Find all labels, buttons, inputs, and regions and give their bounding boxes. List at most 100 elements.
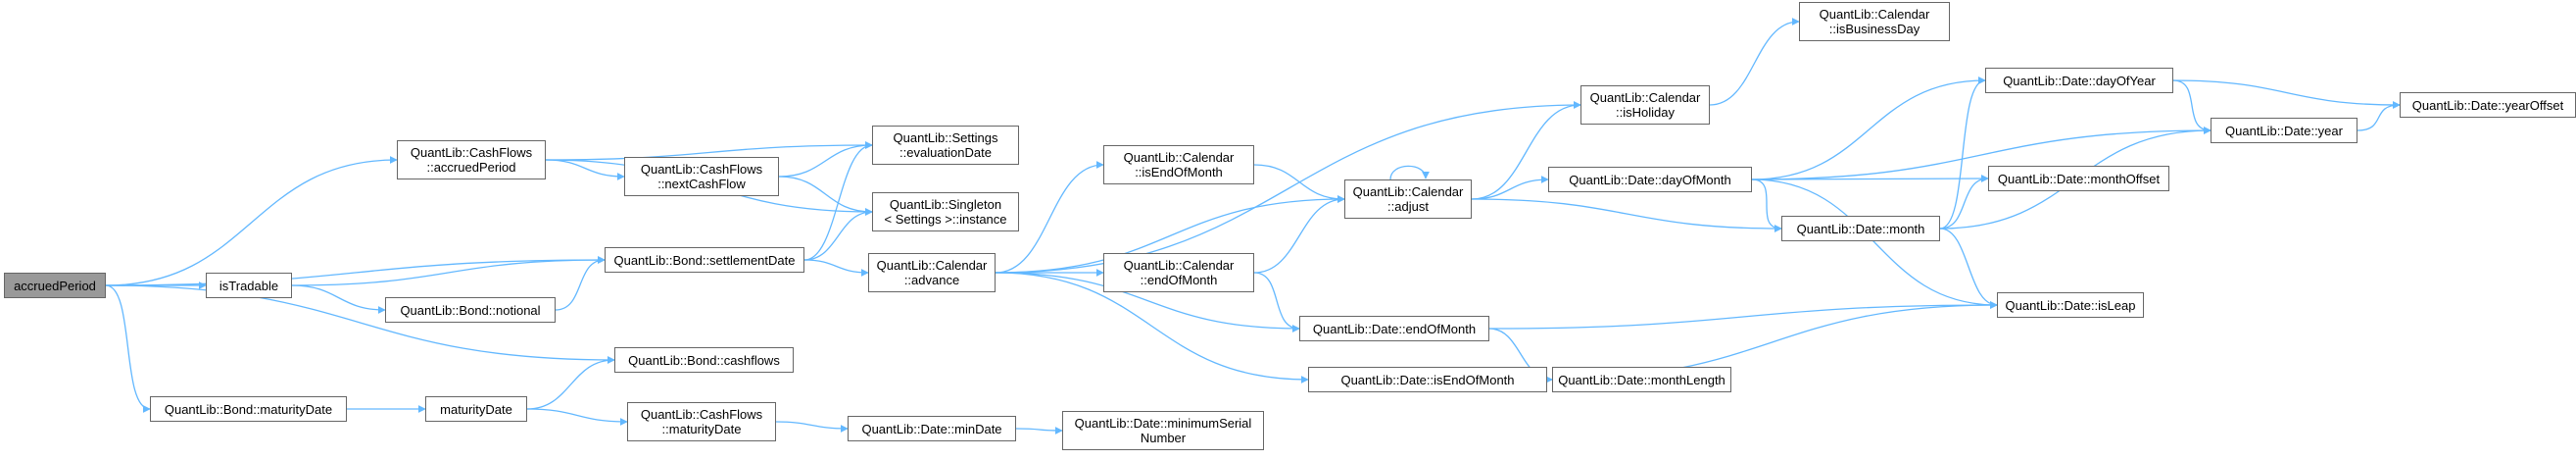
node-label: QuantLib::CashFlows <box>640 162 763 177</box>
node-label: QuantLib::CashFlows <box>410 145 533 160</box>
node-label: ::advance <box>903 273 960 287</box>
node-date-isEndOfMonth[interactable]: QuantLib::Date::isEndOfMonth <box>1308 367 1547 392</box>
edge-date-minDate-to-date-minimumSerialNumber <box>1015 426 1063 434</box>
node-label: accruedPeriod <box>14 278 96 293</box>
node-cal-isBusinessDay[interactable]: QuantLib::Calendar::isBusinessDay <box>1799 2 1950 41</box>
edge-cal-advance-to-cal-adjust <box>995 195 1345 274</box>
node-settings-evaluationDate[interactable]: QuantLib::Settings::evaluationDate <box>872 126 1019 165</box>
edge-cal-endOfMonth-to-cal-adjust <box>1253 195 1345 274</box>
node-date-year[interactable]: QuantLib::Date::year <box>2211 118 2357 143</box>
edge-cf-nextCashFlow-to-settings-evaluationDate <box>778 141 873 178</box>
edge-date-dayOfMonth-to-date-year <box>1751 127 2211 180</box>
edge-bond-settlementDate-to-singleton-instance <box>803 208 873 261</box>
node-label: ::isHoliday <box>1616 105 1675 120</box>
node-date-dayOfYear[interactable]: QuantLib::Date::dayOfYear <box>1985 68 2173 93</box>
node-root: accruedPeriod <box>4 273 106 298</box>
node-cf-accruedPeriod[interactable]: QuantLib::CashFlows::accruedPeriod <box>397 140 546 179</box>
node-maturityDate[interactable]: maturityDate <box>425 396 527 422</box>
node-label: maturityDate <box>440 401 512 417</box>
edge-cal-isEndOfMonth-to-cal-adjust <box>1253 164 1345 203</box>
edge-cal-adjust-to-date-dayOfMonth <box>1471 176 1549 200</box>
edge-cf-nextCashFlow-to-singleton-instance <box>778 176 873 216</box>
node-label: QuantLib::Date::dayOfMonth <box>1569 172 1731 187</box>
edge-cal-isHoliday-to-cal-isBusinessDay <box>1709 18 1800 106</box>
node-label: QuantLib::Bond::settlementDate <box>613 252 796 268</box>
node-cf-nextCashFlow[interactable]: QuantLib::CashFlows::nextCashFlow <box>624 157 779 196</box>
node-label: isTradable <box>219 278 279 293</box>
edge-root-to-cf-accruedPeriod <box>105 156 398 286</box>
node-label: QuantLib::Date::year <box>2225 123 2343 138</box>
node-label: Number <box>1140 431 1187 445</box>
edge-date-dayOfYear-to-date-year <box>2172 79 2211 134</box>
node-date-dayOfMonth[interactable]: QuantLib::Date::dayOfMonth <box>1548 167 1752 192</box>
edge-bond-notional-to-bond-settlementDate <box>555 256 606 311</box>
node-label: ::adjust <box>1387 199 1429 214</box>
node-label: QuantLib::Date::dayOfYear <box>2003 73 2156 88</box>
node-label: QuantLib::Date::endOfMonth <box>1312 321 1477 336</box>
edge-cf-maturityDate-to-date-minDate <box>775 421 849 433</box>
edge-cal-adjust-to-date-month <box>1471 198 1782 232</box>
node-isTradable[interactable]: isTradable <box>206 273 292 298</box>
edge-date-year-to-date-yearOffset <box>2357 101 2401 131</box>
node-label: QuantLib::Bond::maturityDate <box>164 401 333 417</box>
node-label: QuantLib::Date::minimumSerial <box>1074 416 1252 431</box>
edge-root-to-bond-cashflows <box>105 284 615 364</box>
node-singleton-instance[interactable]: QuantLib::Singleton< Settings >::instanc… <box>872 192 1019 231</box>
edge-cal-advance-to-cal-isEndOfMonth <box>995 161 1104 274</box>
node-label: ::isEndOfMonth <box>1135 165 1223 179</box>
node-label: QuantLib::Date::isLeap <box>2005 297 2136 313</box>
edge-cal-adjust-to-cal-isHoliday <box>1471 101 1581 200</box>
node-date-minDate[interactable]: QuantLib::Date::minDate <box>848 416 1016 441</box>
node-cal-advance[interactable]: QuantLib::Calendar::advance <box>868 253 996 292</box>
node-date-endOfMonth[interactable]: QuantLib::Date::endOfMonth <box>1299 316 1489 341</box>
edge-isTradable-to-bond-notional <box>291 284 386 314</box>
node-cf-maturityDate[interactable]: QuantLib::CashFlows::maturityDate <box>627 402 776 441</box>
edge-date-endOfMonth-to-date-isLeap <box>1488 301 1998 330</box>
node-label: QuantLib::Calendar <box>1819 7 1930 22</box>
node-date-month[interactable]: QuantLib::Date::month <box>1781 216 1940 241</box>
node-label: QuantLib::Calendar <box>1352 184 1464 199</box>
node-label: ::nextCashFlow <box>657 177 746 191</box>
edge-date-dayOfMonth-to-date-isLeap <box>1751 179 1998 309</box>
node-label: QuantLib::Date::monthOffset <box>1997 171 2161 186</box>
node-date-monthOffset[interactable]: QuantLib::Date::monthOffset <box>1988 166 2169 191</box>
edge-bond-settlementDate-to-settings-evaluationDate <box>803 141 873 261</box>
node-cal-adjust[interactable]: QuantLib::Calendar::adjust <box>1344 179 1472 219</box>
node-bond-notional[interactable]: QuantLib::Bond::notional <box>385 297 556 323</box>
edge-date-month-to-date-dayOfYear <box>1939 77 1986 230</box>
node-label: QuantLib::Date::month <box>1796 221 1925 236</box>
node-cal-isEndOfMonth[interactable]: QuantLib::Calendar::isEndOfMonth <box>1103 145 1254 184</box>
node-label: QuantLib::Date::minDate <box>861 421 1002 436</box>
edge-root-to-bond-maturityDate <box>105 284 151 413</box>
edge-cal-endOfMonth-to-date-endOfMonth <box>1253 272 1300 332</box>
edge-cf-accruedPeriod-to-cf-nextCashFlow <box>545 159 625 180</box>
node-label: QuantLib::Calendar <box>1589 90 1701 105</box>
node-label: QuantLib::Bond::notional <box>400 302 541 318</box>
node-label: ::evaluationDate <box>899 145 992 160</box>
edge-bond-settlementDate-to-cal-advance <box>803 259 869 277</box>
edge-date-dayOfYear-to-date-yearOffset <box>2172 79 2401 109</box>
edge-date-dayOfMonth-to-date-month <box>1751 179 1782 232</box>
node-bond-maturityDate[interactable]: QuantLib::Bond::maturityDate <box>150 396 347 422</box>
node-label: QuantLib::Settings <box>893 130 998 145</box>
node-date-monthLength[interactable]: QuantLib::Date::monthLength <box>1552 367 1731 392</box>
node-label: QuantLib::Calendar <box>1123 258 1235 273</box>
edge-cal-advance-to-date-endOfMonth <box>995 272 1300 332</box>
node-label: QuantLib::Calendar <box>876 258 988 273</box>
node-label: QuantLib::Bond::cashflows <box>628 352 780 368</box>
node-label: QuantLib::Date::monthLength <box>1558 372 1725 387</box>
node-date-isLeap[interactable]: QuantLib::Date::isLeap <box>1997 292 2144 318</box>
edge-cal-adjust-to-cal-adjust <box>1389 165 1430 180</box>
node-label: ::accruedPeriod <box>426 160 516 175</box>
node-label: < Settings >::instance <box>884 212 1007 227</box>
node-bond-settlementDate[interactable]: QuantLib::Bond::settlementDate <box>605 247 804 273</box>
node-cal-endOfMonth[interactable]: QuantLib::Calendar::endOfMonth <box>1103 253 1254 292</box>
node-bond-cashflows[interactable]: QuantLib::Bond::cashflows <box>614 347 794 373</box>
node-label: QuantLib::CashFlows <box>640 407 763 422</box>
node-cal-isHoliday[interactable]: QuantLib::Calendar::isHoliday <box>1580 85 1710 125</box>
node-label: ::maturityDate <box>661 422 742 436</box>
edge-maturityDate-to-bond-cashflows <box>526 356 615 410</box>
node-date-yearOffset[interactable]: QuantLib::Date::yearOffset <box>2400 92 2576 118</box>
edge-isTradable-to-bond-settlementDate <box>291 256 606 286</box>
